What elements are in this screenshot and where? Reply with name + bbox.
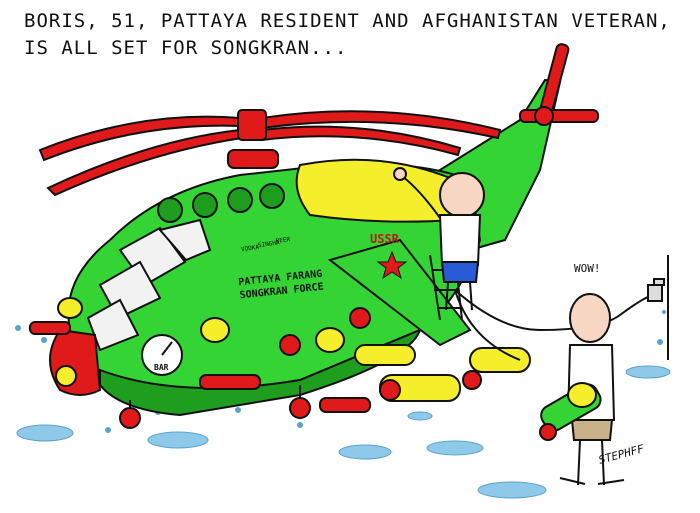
ussr-emblem-text: USSR	[370, 232, 399, 246]
engine-cover	[295, 158, 457, 223]
main-rotor	[38, 109, 502, 197]
caption: BORIS, 51, PATTAYA RESIDENT AND AFGHANIS…	[24, 8, 684, 62]
boris-figure	[393, 167, 485, 311]
pressure-gauge	[141, 334, 183, 376]
caption-line-1: BORIS, 51, PATTAYA RESIDENT AND AFGHANIS…	[24, 10, 671, 32]
bystander-figure	[559, 293, 625, 486]
tail-rotor	[519, 43, 599, 126]
bystander-speech: WOW!	[574, 262, 601, 275]
water-hose	[454, 289, 653, 332]
nose-gun	[55, 365, 77, 387]
ussr-star	[376, 250, 408, 280]
water-puddles	[16, 365, 671, 499]
side-windows	[157, 183, 285, 223]
hose-second-line	[454, 289, 521, 361]
landing-wheels	[119, 385, 311, 429]
water-gun-pods	[29, 297, 531, 413]
boarding-ramp	[327, 238, 472, 347]
caption-line-2: IS ALL SET FOR SONGKRAN...	[24, 37, 348, 59]
helicopter-nose	[49, 328, 102, 396]
water-faucet	[647, 278, 665, 302]
bystander-water-gun	[539, 382, 602, 441]
gauge-label: BAR	[154, 363, 169, 372]
